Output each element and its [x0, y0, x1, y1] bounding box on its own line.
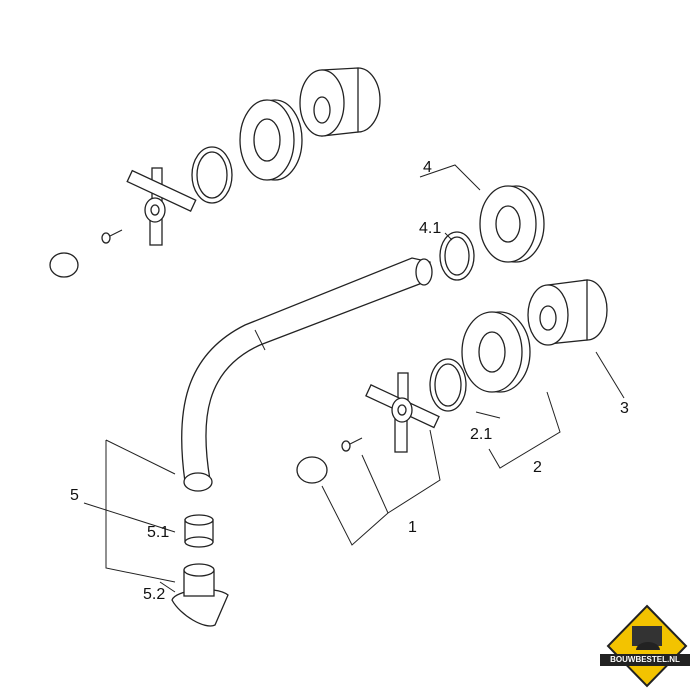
- label-5-2: 5.2: [143, 586, 165, 603]
- part-screw-top: [101, 229, 123, 244]
- bouwbestel-logo: [606, 604, 688, 688]
- part-aerator-5-1: [184, 514, 214, 548]
- part-rosette-4: [479, 185, 545, 263]
- label-3: 3: [620, 400, 629, 417]
- label-1: 1: [408, 519, 417, 536]
- label-2-1: 2.1: [470, 426, 492, 443]
- label-5-1: 5.1: [147, 524, 169, 541]
- part-cross-handle-1: [365, 372, 440, 453]
- part-oring-4-1: [439, 231, 475, 281]
- part-spout: [180, 257, 433, 492]
- part-sleeve-3: [527, 279, 608, 346]
- part-cap-top: [49, 252, 79, 278]
- part-rosette-top: [239, 99, 303, 181]
- part-screw-1: [341, 437, 363, 452]
- label-4: 4: [423, 159, 432, 176]
- part-oring-2-1: [429, 358, 467, 412]
- part-oring-top: [191, 146, 233, 204]
- part-aerator-5-2: [171, 563, 229, 627]
- leader-lines: [83, 164, 625, 593]
- logo-text: BOUWBESTEL.NL: [600, 654, 690, 666]
- label-2: 2: [533, 459, 542, 476]
- label-4-1: 4.1: [419, 220, 441, 237]
- part-cap-1: [296, 456, 328, 484]
- label-5: 5: [70, 487, 79, 504]
- part-sleeve-top: [299, 67, 381, 137]
- part-rosette-2: [461, 311, 531, 393]
- part-cross-handle-top: [126, 167, 197, 246]
